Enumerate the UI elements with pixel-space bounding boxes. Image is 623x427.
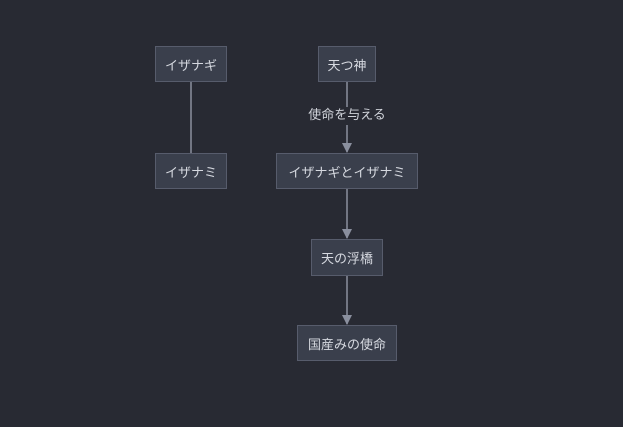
node-izanagi-to-izanami: イザナギとイザナミ — [276, 153, 418, 189]
node-izanami: イザナミ — [155, 153, 227, 189]
node-izanagi: イザナギ — [155, 46, 227, 82]
node-ame-no-ukihashi: 天の浮橋 — [311, 239, 383, 276]
node-amatsukami: 天つ神 — [318, 46, 376, 82]
node-kuniumi-no-shimei: 国産みの使命 — [297, 325, 397, 361]
edge-label-give-mission: 使命を与える — [300, 107, 394, 125]
